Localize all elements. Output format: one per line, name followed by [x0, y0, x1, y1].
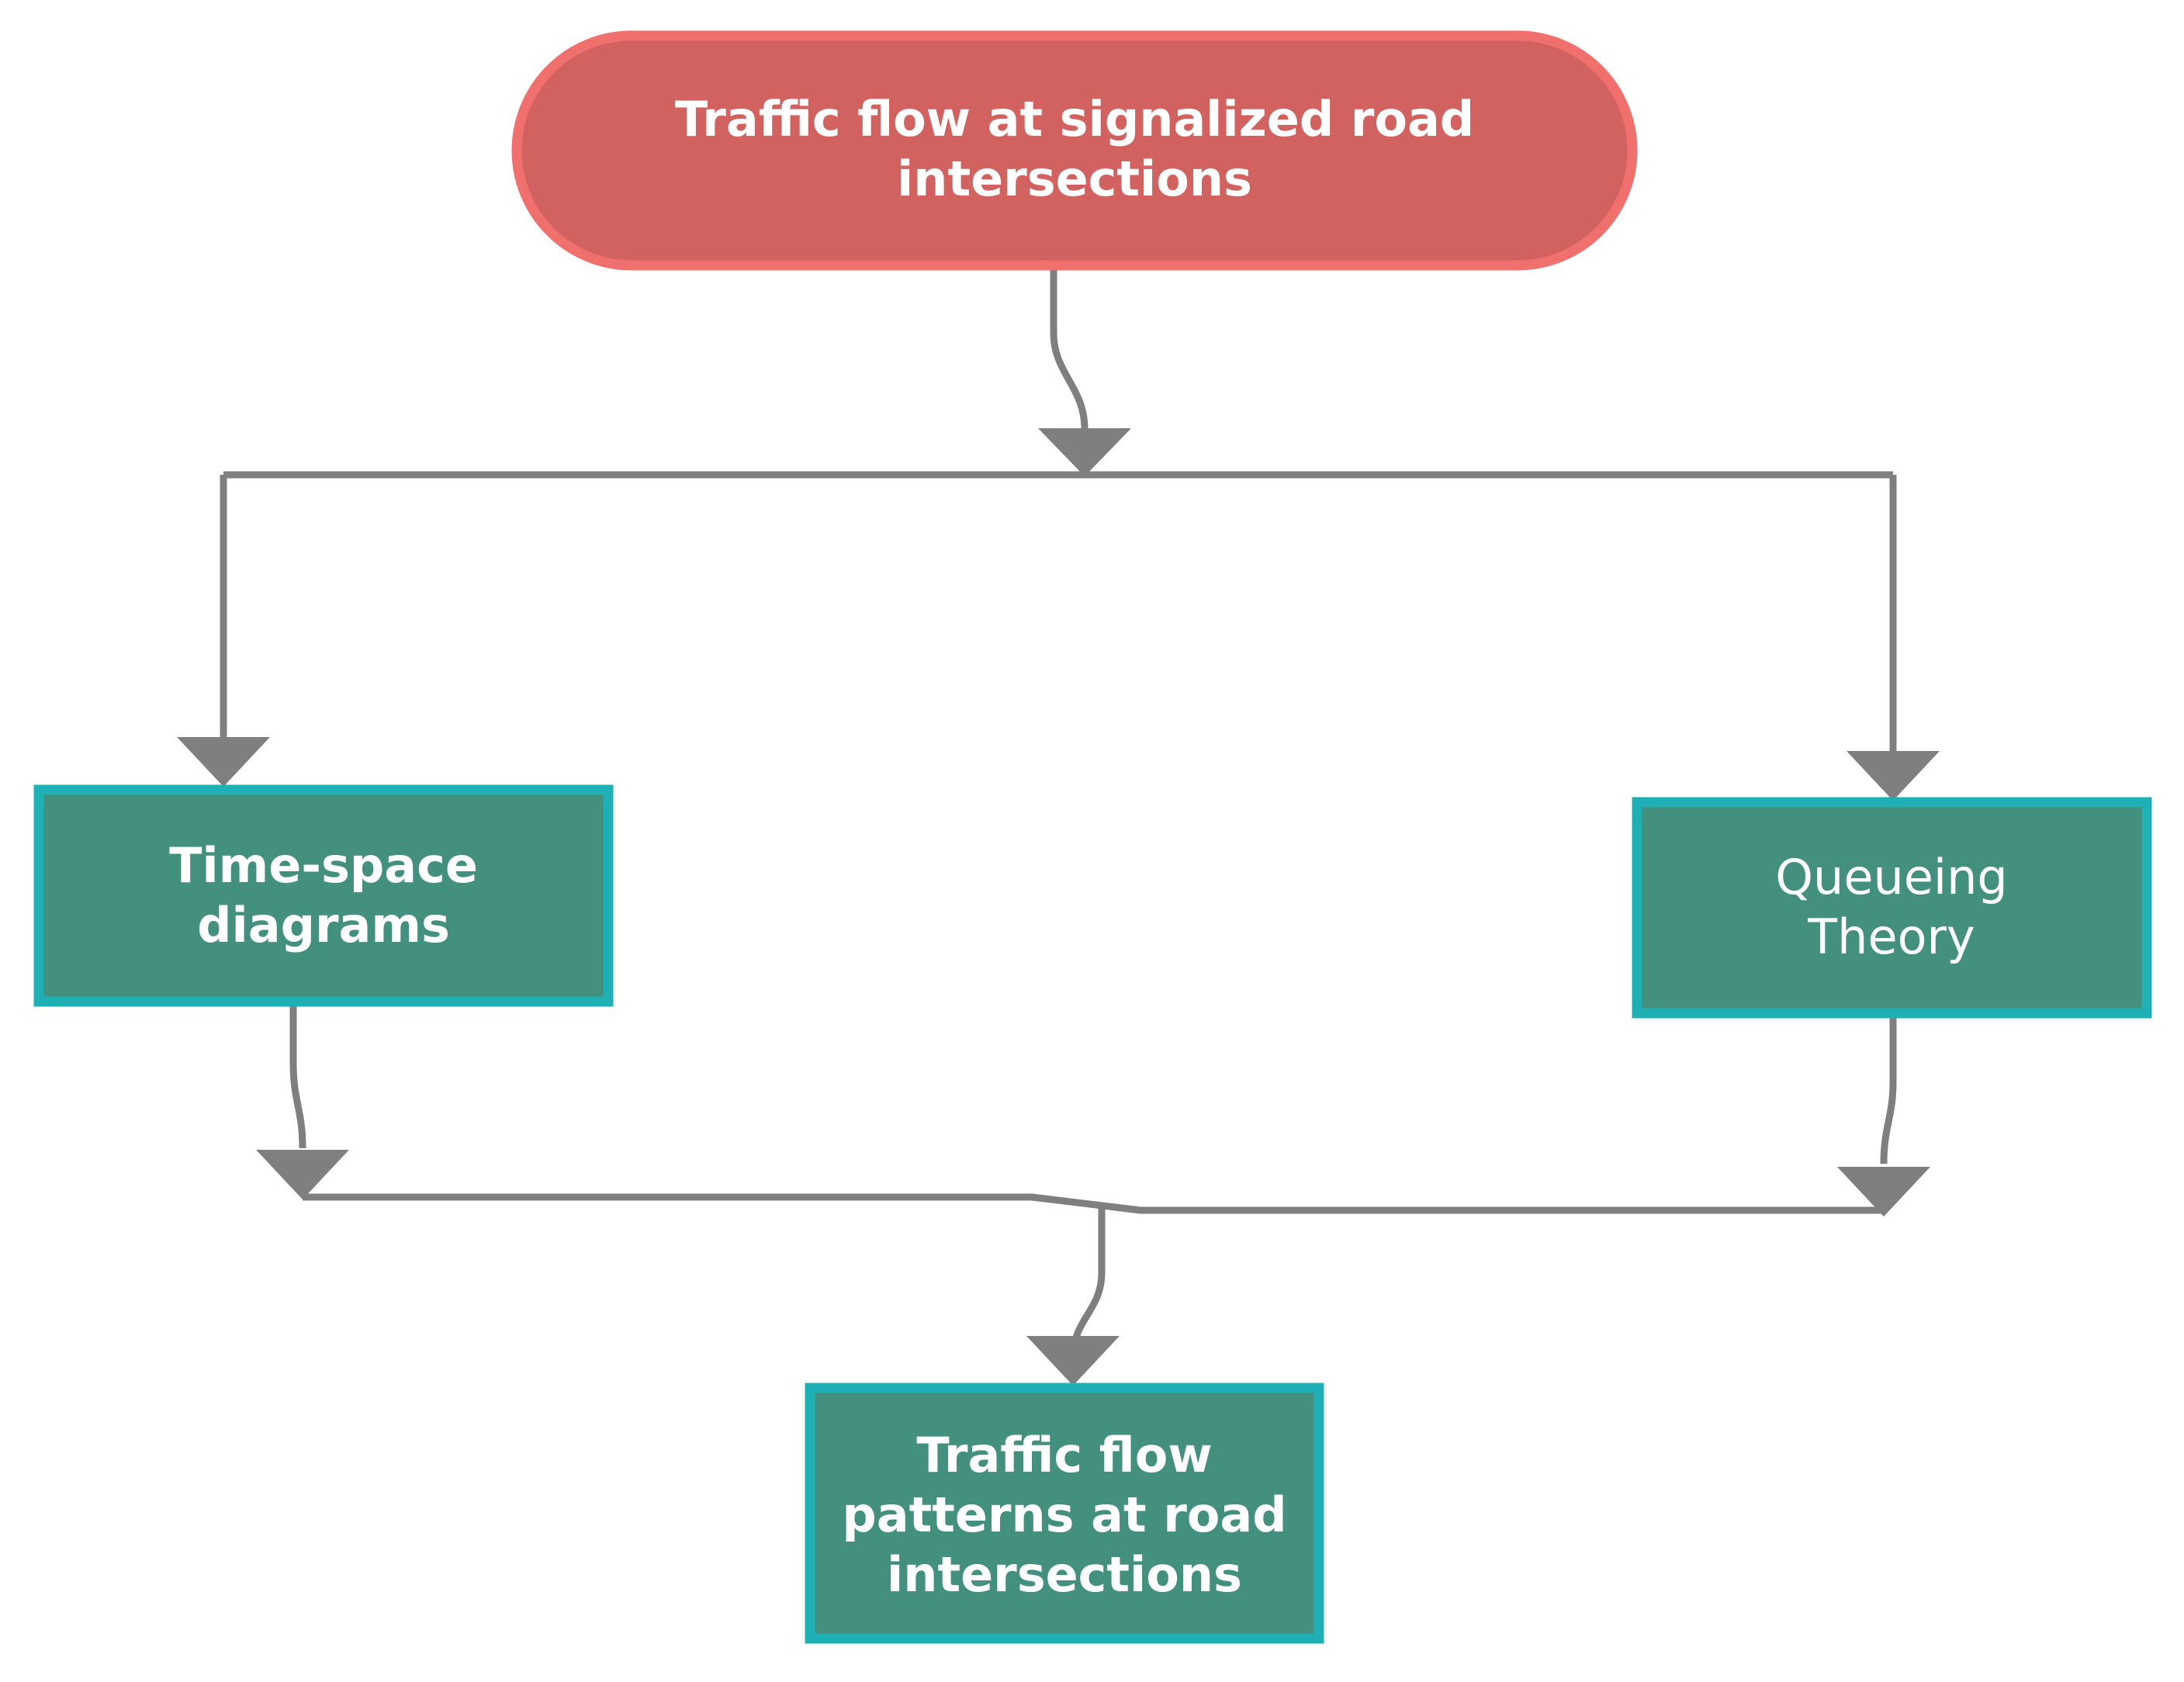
arrowhead-merge-left — [256, 1150, 349, 1199]
arrowhead-time-space — [177, 737, 270, 787]
node-queueing-label-line-2: Theory — [1807, 908, 1975, 965]
arrowhead-merge-right — [1837, 1167, 1930, 1217]
node-start-label-line-2: intersections — [897, 151, 1252, 207]
node-patterns-label-line-3: intersections — [887, 1546, 1242, 1603]
edge-split-to-time-space — [177, 475, 270, 787]
edge-start-to-split — [1038, 270, 1131, 476]
edge-merge-to-patterns — [1026, 1207, 1120, 1386]
edge-start-stem — [1050, 270, 1089, 447]
node-time-space-label-line-2: diagrams — [197, 897, 450, 953]
edge-layer — [177, 270, 1940, 1386]
node-time-space-shape[interactable] — [33, 784, 614, 1007]
node-time-space-label-line-1: Time-space — [169, 837, 478, 894]
node-start[interactable]: Traffic flow at signalized road intersec… — [511, 30, 1638, 271]
node-patterns-shape[interactable] — [805, 1383, 1324, 1644]
edge-queueing-to-merge — [1837, 1018, 1930, 1217]
edge-queueing-stem — [1880, 1018, 1897, 1165]
edge-time-space-stem — [289, 1006, 306, 1149]
node-queueing-label-line-1: Queueing — [1775, 849, 2008, 905]
arrowhead-start-split — [1038, 428, 1131, 476]
node-time-space[interactable]: Time-space diagrams — [33, 784, 614, 1007]
arrowhead-queueing — [1847, 751, 1940, 801]
node-queueing[interactable]: Queueing Theory — [1632, 797, 2152, 1019]
node-start-label-line-1: Traffic flow at signalized road — [675, 91, 1474, 147]
edge-time-space-to-merge — [256, 1006, 349, 1199]
node-start-shape[interactable] — [511, 30, 1638, 271]
edge-patterns-stem — [1069, 1207, 1106, 1358]
edge-merge-bus — [303, 1193, 1884, 1214]
node-queueing-shape[interactable] — [1632, 797, 2152, 1019]
arrowhead-patterns — [1026, 1336, 1120, 1386]
node-patterns-label-line-2: patterns at road — [842, 1486, 1286, 1543]
edge-split-to-queueing — [1847, 475, 1940, 801]
node-patterns[interactable]: Traffic flow patterns at road intersecti… — [805, 1383, 1324, 1644]
node-patterns-label-line-1: Traffic flow — [916, 1427, 1212, 1483]
